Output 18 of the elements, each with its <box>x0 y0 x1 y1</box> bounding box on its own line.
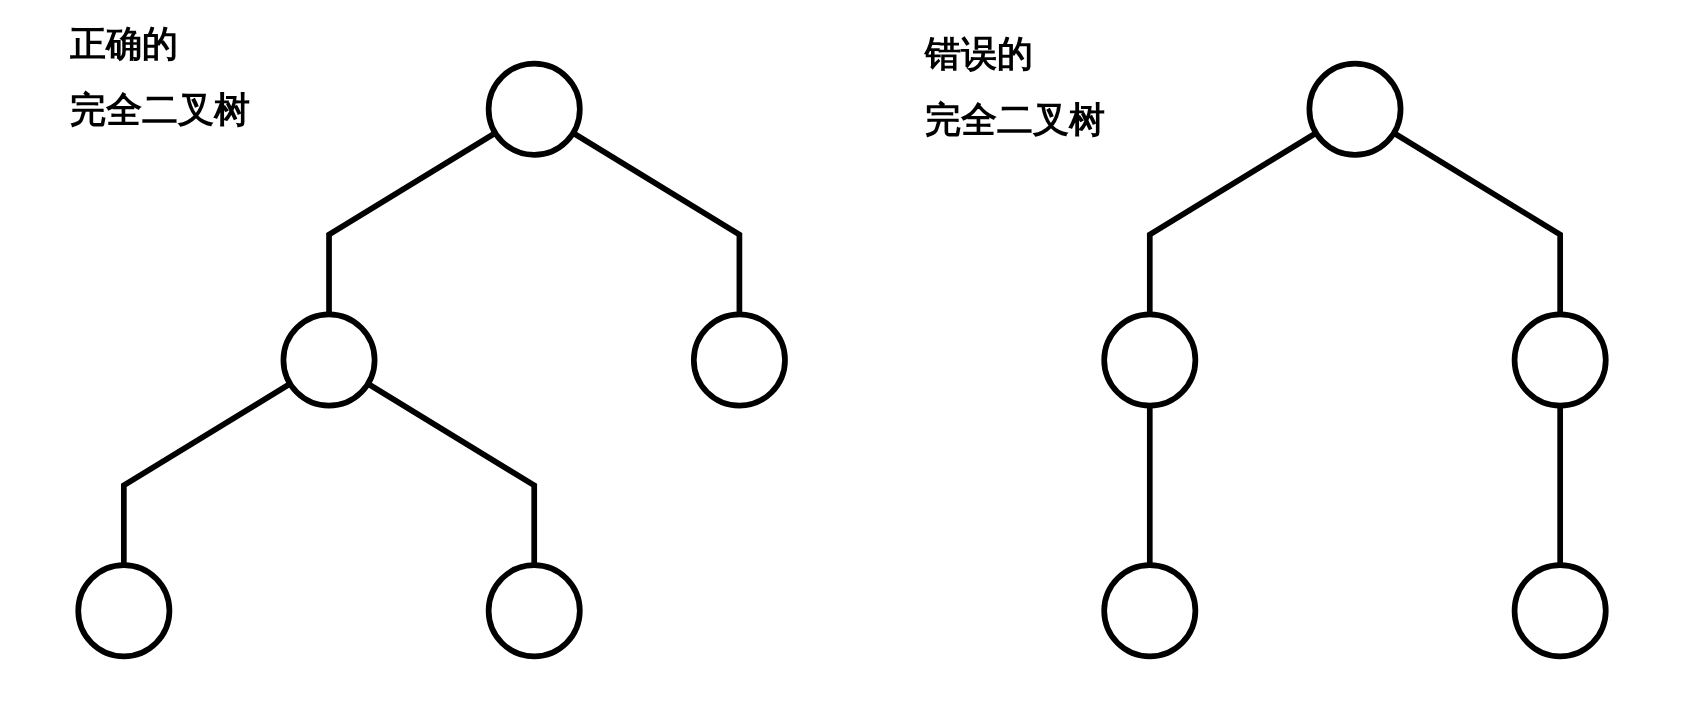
node-circle <box>75 562 173 660</box>
node-circle <box>485 562 583 660</box>
node-circle <box>1511 562 1609 660</box>
tree-caption: 正确的 <box>70 22 178 66</box>
connector <box>326 130 497 315</box>
tree-caption: 完全二叉树 <box>925 98 1105 142</box>
tree-caption: 完全二叉树 <box>70 88 250 132</box>
node-circle <box>1306 60 1404 158</box>
node-circle <box>485 60 583 158</box>
node-circle <box>280 311 378 409</box>
node-circle <box>1101 562 1199 660</box>
connector <box>366 381 538 566</box>
node-circle <box>1511 311 1609 409</box>
tree-caption: 错误的 <box>925 32 1033 76</box>
connector <box>1146 130 1318 315</box>
node-circle <box>690 311 788 409</box>
connector <box>1392 130 1563 315</box>
node-circle <box>1101 311 1199 409</box>
